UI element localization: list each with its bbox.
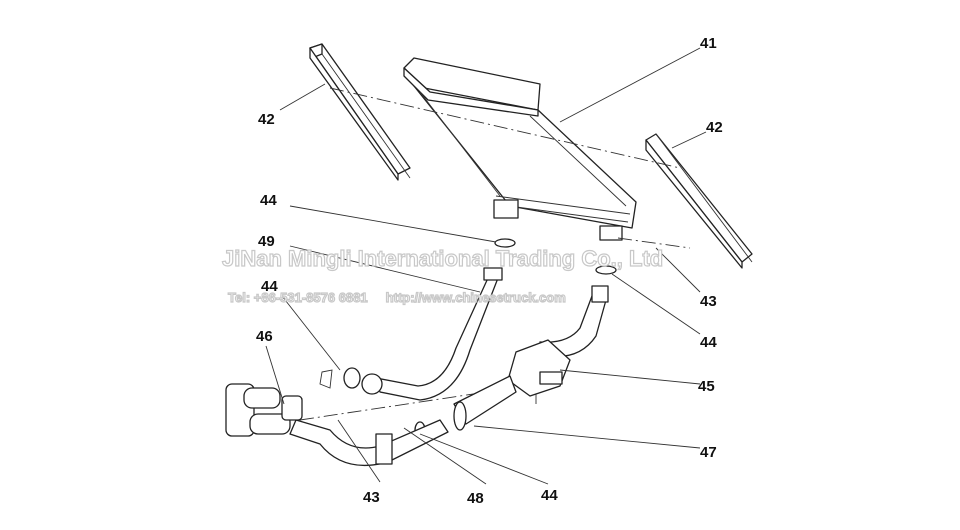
label-44: 44 xyxy=(261,278,278,295)
o-ring-seal xyxy=(494,238,516,248)
label-45: 45 xyxy=(698,378,715,395)
label-43: 43 xyxy=(700,293,717,310)
label-44: 44 xyxy=(541,487,558,504)
hose-collar xyxy=(483,267,503,281)
flange xyxy=(453,401,467,431)
heater-core xyxy=(403,57,637,241)
o-ring-seal xyxy=(595,265,617,275)
label-42: 42 xyxy=(706,119,723,136)
label-43: 43 xyxy=(363,489,380,506)
hose-clamp xyxy=(375,433,393,465)
connector-46 xyxy=(225,383,303,437)
label-49: 49 xyxy=(258,233,275,250)
leader-lines xyxy=(265,47,707,485)
label-46: 46 xyxy=(256,328,273,345)
watermark-contact: Tel: +86-531-8576 6881 http://www.chines… xyxy=(228,290,566,305)
foam-block-right xyxy=(645,133,753,269)
foam-block-left xyxy=(309,43,411,181)
label-48: 48 xyxy=(467,490,484,507)
inlet-fitting xyxy=(493,199,519,219)
label-44: 44 xyxy=(700,334,717,351)
hose-49 xyxy=(375,277,499,401)
watermark-company: JiNan Mingli International Trading Co., … xyxy=(222,246,663,271)
hose-43-lower xyxy=(289,419,449,466)
label-47: 47 xyxy=(700,444,717,461)
label-41: 41 xyxy=(700,35,717,52)
o-ring-seal xyxy=(343,367,361,389)
outlet-fitting xyxy=(599,225,623,241)
label-44: 44 xyxy=(260,192,277,209)
label-42: 42 xyxy=(258,111,275,128)
